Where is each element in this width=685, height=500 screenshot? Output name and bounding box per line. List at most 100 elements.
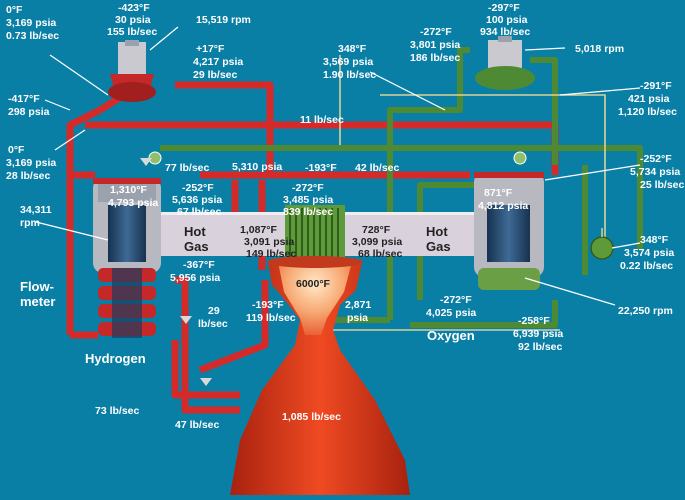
label-o-bot-press: 4,025 psia bbox=[426, 307, 476, 319]
label-o-tank-press: 3,574 psia bbox=[624, 247, 674, 259]
label-chamber-temp: 6000°F bbox=[296, 278, 331, 290]
label-hot-left: Hot bbox=[184, 224, 206, 239]
label-oxygen: Oxygen bbox=[427, 328, 475, 343]
o-right-down bbox=[530, 57, 558, 165]
label-inj-flow: 839 lb/sec bbox=[283, 206, 333, 218]
label-gas-left: Gas bbox=[184, 239, 209, 254]
callout-line bbox=[524, 47, 566, 51]
label-h-inlet-press: 3,169 psia bbox=[6, 17, 56, 29]
hp-fuel-turbopump bbox=[93, 178, 161, 338]
valve-icons bbox=[140, 158, 212, 386]
label-hpot-press: 4,812 psia bbox=[478, 200, 528, 212]
label-hpft-pump-temp: -252°F bbox=[182, 182, 214, 194]
h-nozzle-feed bbox=[198, 280, 269, 374]
label-press-2871-a: 2,871 bbox=[345, 299, 371, 311]
label-flow-29-b: lb/sec bbox=[198, 318, 228, 330]
h-bottom-loop bbox=[175, 276, 240, 414]
label-hg-right-flow: 68 lb/sec bbox=[358, 248, 403, 260]
label-o-bot-temp: -272°F bbox=[440, 294, 472, 306]
label-h-inlet-temp: 0°F bbox=[6, 4, 23, 16]
label-hg-right-press: 3,099 psia bbox=[352, 236, 402, 248]
heat-exchanger bbox=[590, 228, 614, 260]
label-o-right-flow: 1,120 lb/sec bbox=[618, 106, 677, 118]
label-o-pump-press: 6,939 psia bbox=[513, 328, 563, 340]
callout-line bbox=[49, 54, 109, 96]
label-nozzle-flow: 1,085 lb/sec bbox=[282, 411, 341, 423]
callout-line bbox=[611, 242, 641, 249]
label-o-in-flow: 186 lb/sec bbox=[410, 52, 460, 64]
label-o-in-press: 3,801 psia bbox=[410, 39, 460, 51]
label-o-r2-flow: 25 lb/sec bbox=[640, 179, 685, 191]
label-lpfp-out-flow: 29 lb/sec bbox=[193, 69, 238, 81]
label-press-2871-b: psia bbox=[347, 312, 368, 324]
label-h-left-temp: -417°F bbox=[8, 93, 40, 105]
label-flow-11: 11 lb/sec bbox=[300, 114, 344, 126]
label-hpot-temp: 871°F bbox=[484, 187, 513, 199]
label-lpfp-out-temp: +17°F bbox=[196, 43, 225, 55]
chamber-rim bbox=[267, 256, 363, 268]
label-inj-press: 3,485 psia bbox=[283, 194, 333, 206]
callout-line bbox=[44, 99, 71, 111]
label-gas-right: Gas bbox=[426, 239, 451, 254]
chamber-flame bbox=[278, 262, 352, 335]
main-injector bbox=[285, 205, 345, 263]
label-h-left-press: 298 psia bbox=[8, 106, 50, 118]
h-73-line bbox=[171, 340, 240, 399]
o-top-cross bbox=[160, 145, 643, 250]
label-o-right-temp: -291°F bbox=[640, 80, 672, 92]
label-flow-29-a: 29 bbox=[208, 305, 220, 317]
valve-icon bbox=[140, 158, 152, 166]
label-o-mid-flow: 1.90 lb/sec bbox=[323, 69, 376, 81]
label-flowmeter-1: Flow- bbox=[20, 279, 54, 294]
label-h-left2-temp: 0°F bbox=[8, 144, 25, 156]
callout-line bbox=[149, 26, 179, 51]
label-lpop-press: 100 psia bbox=[486, 14, 528, 26]
callout-line bbox=[35, 221, 109, 241]
label-inj-temp: -272°F bbox=[292, 182, 324, 194]
label-lpfp-flow: 155 lb/sec bbox=[107, 26, 157, 38]
label-lpop-temp: -297°F bbox=[488, 2, 520, 14]
label-lpfp-temp: -423°F bbox=[118, 2, 150, 14]
label-flow-42: 42 lb/sec bbox=[355, 162, 400, 174]
lp-oxidizer-turbopump bbox=[475, 36, 535, 90]
callout-line bbox=[369, 71, 446, 111]
label-hg-left-flow: 149 lb/sec bbox=[246, 248, 296, 260]
h-left-riser bbox=[66, 171, 95, 335]
hp-oxidizer-turbopump bbox=[474, 172, 544, 290]
callout-line bbox=[524, 277, 616, 306]
label-hg-left-press: 3,091 psia bbox=[244, 236, 294, 248]
label-hpft-temp: 1,310°F bbox=[110, 184, 147, 196]
callout-line bbox=[54, 129, 86, 151]
label-o-in-temp: -272°F bbox=[420, 26, 452, 38]
valve-icon bbox=[200, 378, 212, 386]
label-hg-left-temp: 1,087°F bbox=[240, 224, 277, 236]
lp-fuel-turbopump bbox=[108, 40, 156, 102]
label-o-tank-temp: 348°F bbox=[640, 234, 669, 246]
label-o-tank-flow: 0.22 lb/sec bbox=[620, 260, 673, 272]
callout-line bbox=[559, 87, 641, 96]
label-hpft-speed: 34,311 bbox=[20, 204, 52, 216]
label-temp-193-top: -193°F bbox=[305, 162, 337, 174]
label-hpft-speed-unit: rpm bbox=[20, 217, 40, 229]
callout-lines bbox=[35, 26, 641, 306]
label-press-5310: 5,310 psia bbox=[232, 161, 282, 173]
callout-line bbox=[544, 164, 641, 181]
label-h-inlet-flow: 0.73 lb/sec bbox=[6, 30, 59, 42]
o-bottom bbox=[410, 300, 558, 328]
ox-valve-icon bbox=[513, 151, 527, 165]
label-h-left2-press: 3,169 psia bbox=[6, 157, 56, 169]
label-o-right-press: 421 psia bbox=[628, 93, 670, 105]
label-o-r2-press: 5,734 psia bbox=[630, 166, 680, 178]
nozzle bbox=[230, 262, 410, 495]
o-mid bbox=[417, 182, 475, 300]
label-lpop-flow: 934 lb/sec bbox=[480, 26, 530, 38]
label-flowmeter-2: meter bbox=[20, 294, 55, 309]
label-hpft-pump-flow: 67 lb/sec bbox=[177, 206, 222, 218]
label-flow-73: 73 lb/sec bbox=[95, 405, 140, 417]
label-o-r2-temp: -252°F bbox=[640, 153, 672, 165]
oxygen-lines bbox=[160, 47, 643, 328]
label-o-mid-press: 3,569 psia bbox=[323, 56, 373, 68]
label-hg-right-temp: 728°F bbox=[362, 224, 391, 236]
